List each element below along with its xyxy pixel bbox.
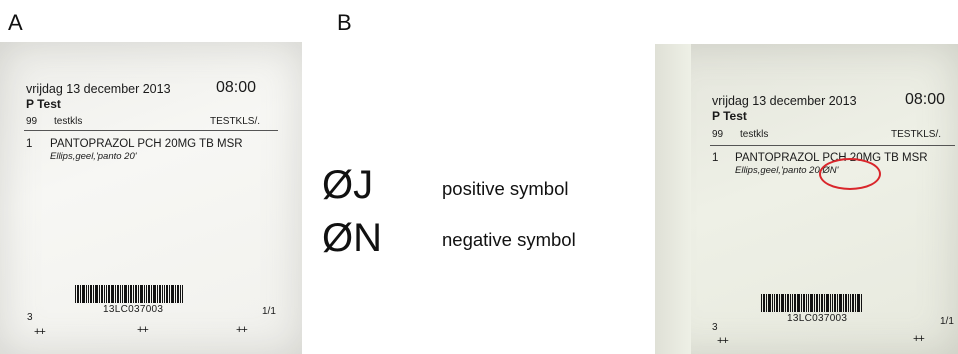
label-medication: PANTOPRAZOL PCH 20MG TB MSR <box>735 152 928 164</box>
positive-symbol: ØJ <box>322 163 374 207</box>
label-row-text: testkls <box>54 116 83 127</box>
label-count-left: 3 <box>712 322 718 333</box>
barcode <box>75 285 184 303</box>
label-divider <box>710 145 955 146</box>
tick-mark: ++ <box>913 333 925 345</box>
label-divider <box>24 130 278 131</box>
label-medication: PANTOPRAZOL PCH 20MG TB MSR <box>50 138 243 150</box>
label-count-right: 1/1 <box>940 316 954 327</box>
label-item-num: 1 <box>712 152 719 164</box>
positive-symbol-label: positive symbol <box>442 178 569 199</box>
label-date: vrijdag 13 december 2013 <box>712 94 857 108</box>
label-count-left: 3 <box>27 312 33 323</box>
label-row-code: TESTKLS/. <box>891 129 942 140</box>
label-row-code: TESTKLS/. <box>210 116 261 127</box>
label-date: vrijdag 13 december 2013 <box>26 82 171 96</box>
barcode <box>761 294 863 312</box>
label-patient: P Test <box>712 109 747 123</box>
label-count-right: 1/1 <box>262 306 276 317</box>
label-photo-a: vrijdag 13 december 2013 08:00 P Test 99… <box>0 42 302 354</box>
highlight-circle <box>819 158 881 190</box>
barcode-number: 13LC037003 <box>787 313 848 324</box>
tick-mark: ++ <box>137 324 149 336</box>
label-patient: P Test <box>26 97 61 111</box>
label-item-num: 1 <box>26 138 33 150</box>
label-row-text: testkls <box>740 129 769 140</box>
tick-mark: ++ <box>34 326 46 338</box>
label-row-num: 99 <box>26 116 38 127</box>
label-description: Ellips,geel,'panto 20;ØN' <box>735 165 839 176</box>
panel-letter-a: A <box>8 10 23 35</box>
negative-symbol: ØN <box>322 216 382 260</box>
label-time: 08:00 <box>905 91 946 108</box>
barcode-number: 13LC037003 <box>103 304 164 315</box>
label-row-num: 99 <box>712 129 724 140</box>
label-time: 08:00 <box>216 79 257 96</box>
negative-symbol-label: negative symbol <box>442 229 576 250</box>
tick-mark: ++ <box>236 324 248 336</box>
tick-mark: ++ <box>717 335 729 347</box>
label-description: Ellips,geel,'panto 20' <box>50 151 137 162</box>
panel-letter-b: B <box>337 10 352 35</box>
label-photo-b: vrijdag 13 december 2013 08:00 P Test 99… <box>655 44 958 354</box>
paper-crease <box>655 44 691 354</box>
